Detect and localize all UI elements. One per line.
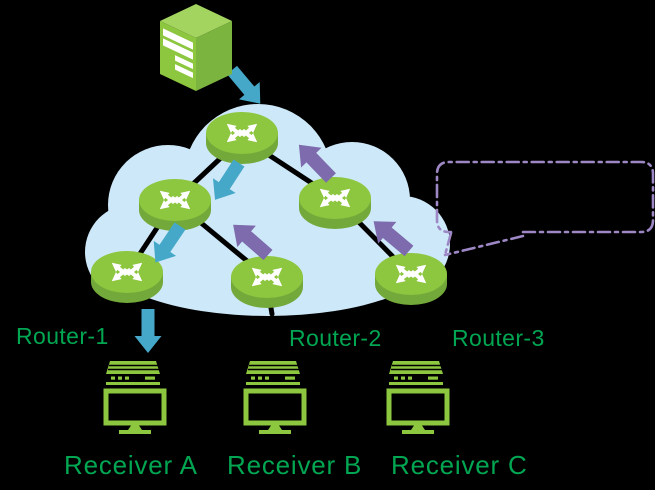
receiver-b-icon: [246, 361, 304, 434]
callout-bubble: [435, 160, 655, 257]
receiver-c-label: Receiver C: [391, 450, 528, 480]
router-icon-router1: [91, 251, 163, 303]
receiver-a-label: Receiver A: [64, 450, 198, 480]
router-icon-root: [206, 112, 278, 164]
receiver-b-label: Receiver B: [227, 450, 363, 480]
callout-border: [435, 160, 655, 234]
receiver-icons: [106, 361, 447, 434]
router-icon-router2: [231, 256, 303, 308]
router-1-label: Router-1: [16, 323, 109, 349]
downstream-arrow-to-receiverA: [134, 309, 162, 353]
router-3-label: Router-3: [452, 325, 545, 351]
router-icon-mid-right: [299, 177, 371, 229]
server-icon: [160, 4, 232, 91]
receiver-c-icon: [389, 361, 447, 434]
router-2-label: Router-2: [289, 325, 382, 351]
callout-tail: [443, 231, 525, 257]
receiver-a-icon: [106, 361, 164, 434]
router-icon-router3: [375, 253, 447, 305]
